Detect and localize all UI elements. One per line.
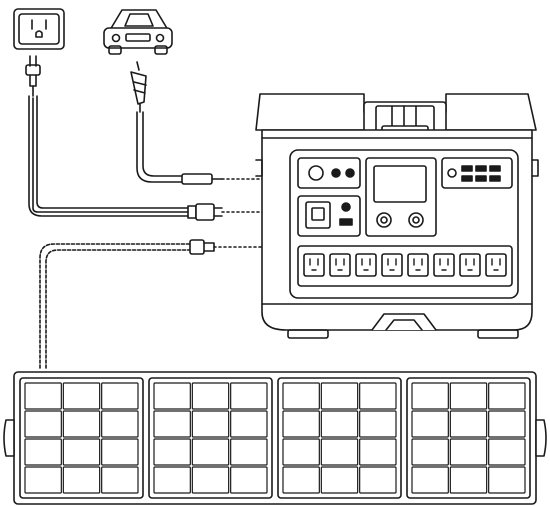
solar-cell	[230, 410, 268, 438]
solar-cell	[101, 382, 139, 410]
solar-cell	[62, 438, 101, 466]
solar-cell	[191, 466, 230, 494]
solar-cell	[411, 466, 449, 494]
ac-charging-cable	[28, 85, 299, 221]
solar-cell	[359, 410, 397, 438]
solar-cell	[230, 438, 268, 466]
solar-cell	[320, 382, 359, 410]
solar-cell	[488, 410, 526, 438]
solar-cell	[359, 466, 397, 494]
ac-outlets	[303, 253, 507, 277]
solar-cell	[101, 466, 139, 494]
solar-panel-module	[19, 377, 144, 499]
solar-cell	[488, 438, 526, 466]
solar-panel-module	[277, 377, 402, 499]
solar-cell	[282, 382, 320, 410]
solar-cell	[320, 410, 359, 438]
solar-cell	[62, 382, 101, 410]
solar-cell	[101, 438, 139, 466]
solar-cell	[411, 382, 449, 410]
solar-cell	[62, 466, 101, 494]
solar-cell	[153, 466, 191, 494]
solar-cell	[449, 410, 488, 438]
solar-cell	[24, 410, 62, 438]
solar-cell	[449, 382, 488, 410]
wall-plug-icon	[25, 55, 41, 87]
solar-panel-module	[148, 377, 273, 499]
solar-cell	[153, 410, 191, 438]
solar-cell	[153, 382, 191, 410]
solar-cell	[359, 438, 397, 466]
solar-cell	[411, 438, 449, 466]
solar-cell	[191, 438, 230, 466]
solar-cell	[282, 438, 320, 466]
solar-cell	[359, 382, 397, 410]
car-icon	[103, 9, 173, 55]
solar-cell	[191, 382, 230, 410]
solar-cell	[282, 410, 320, 438]
solar-cell	[230, 382, 268, 410]
solar-cell	[230, 466, 268, 494]
solar-panel-icon	[3, 371, 547, 505]
solar-cell	[101, 410, 139, 438]
car-plug-icon	[130, 61, 147, 113]
solar-cell	[153, 438, 191, 466]
solar-charging-cable	[39, 239, 297, 369]
wall-outlet-icon	[13, 8, 65, 50]
solar-cell	[449, 438, 488, 466]
solar-cell	[411, 410, 449, 438]
solar-panel-module	[406, 377, 531, 499]
solar-cell	[488, 382, 526, 410]
solar-cell	[282, 466, 320, 494]
portable-power-station-icon	[255, 93, 539, 339]
solar-cell	[320, 466, 359, 494]
solar-cell	[488, 466, 526, 494]
solar-cell	[24, 438, 62, 466]
solar-cell	[449, 466, 488, 494]
solar-cell	[320, 438, 359, 466]
solar-cell	[24, 382, 62, 410]
solar-cell	[24, 466, 62, 494]
solar-cell	[62, 410, 101, 438]
solar-cell	[191, 410, 230, 438]
